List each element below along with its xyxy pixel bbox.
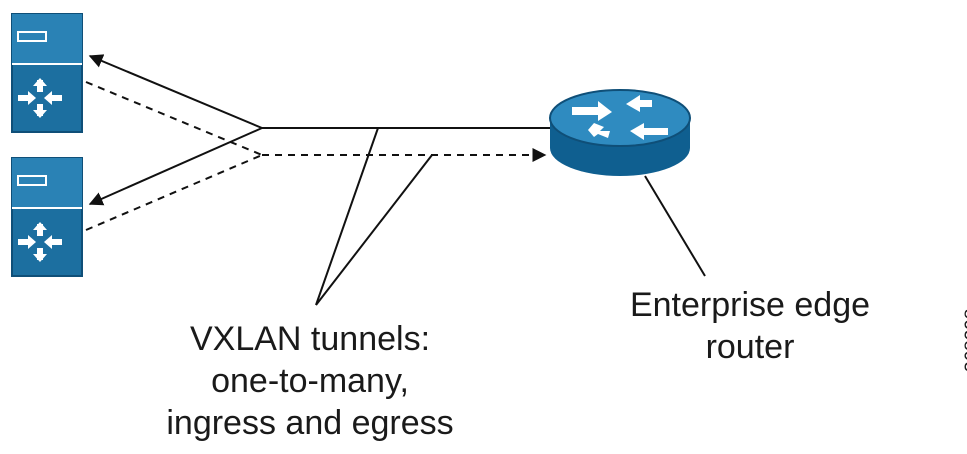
router-icon — [549, 89, 691, 176]
dashed-return-top — [85, 81, 263, 156]
vxlan-label-line-3: ingress and egress — [166, 404, 454, 442]
vxlan-label-line-2: one-to-many, — [211, 362, 409, 400]
figure-id: 368298 — [962, 308, 967, 372]
tunnel-line-to-bottom-switch — [88, 127, 263, 206]
router-callout-line — [644, 175, 706, 277]
vxlan-label-line-1: VXLAN tunnels: — [189, 320, 431, 358]
router-label: Enterprise edge router — [590, 284, 910, 368]
callout-line-2 — [315, 154, 433, 306]
dashed-return-bottom — [85, 154, 263, 231]
switch-device-top-icon — [11, 13, 83, 133]
vxlan-tunnel-lines — [85, 54, 706, 306]
router-label-line-2: router — [705, 328, 795, 366]
router-label-line-1: Enterprise edge — [629, 286, 871, 324]
callout-line-1 — [315, 127, 379, 306]
switch-device-bottom-icon — [11, 157, 83, 277]
vxlan-tunnels-label: VXLAN tunnels: one-to-many, ingress and … — [130, 318, 490, 444]
tunnel-line-to-top-switch — [88, 54, 263, 129]
